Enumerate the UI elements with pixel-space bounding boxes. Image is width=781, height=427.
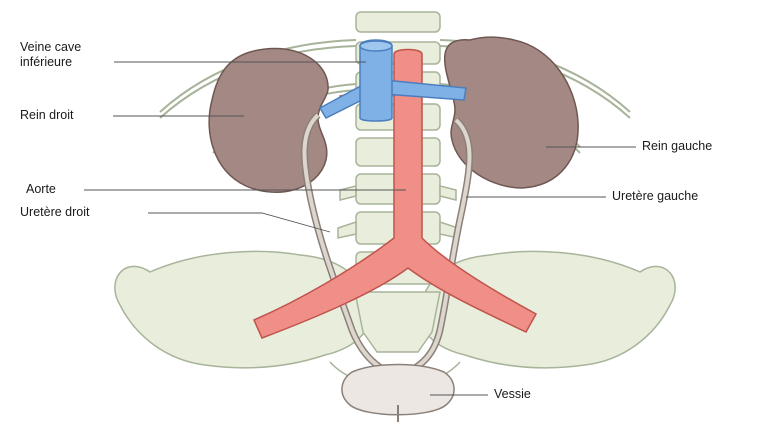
- vertebra-1: [356, 12, 440, 32]
- label-uretere-gauche: Uretère gauche: [612, 189, 698, 204]
- label-veine-cave-line1: Veine cave: [20, 40, 81, 55]
- label-rein-droit: Rein droit: [20, 108, 74, 123]
- vena-cava-opening: [360, 41, 392, 51]
- label-rein-gauche: Rein gauche: [642, 139, 712, 154]
- label-veine-cave-line2: inférieure: [20, 55, 81, 70]
- label-aorte: Aorte: [26, 182, 56, 197]
- label-veine-cave-inferieure: Veine cave inférieure: [20, 40, 81, 70]
- label-uretere-droit: Uretère droit: [20, 205, 89, 220]
- label-vessie: Vessie: [494, 387, 531, 402]
- inferior-vena-cava: [360, 40, 392, 121]
